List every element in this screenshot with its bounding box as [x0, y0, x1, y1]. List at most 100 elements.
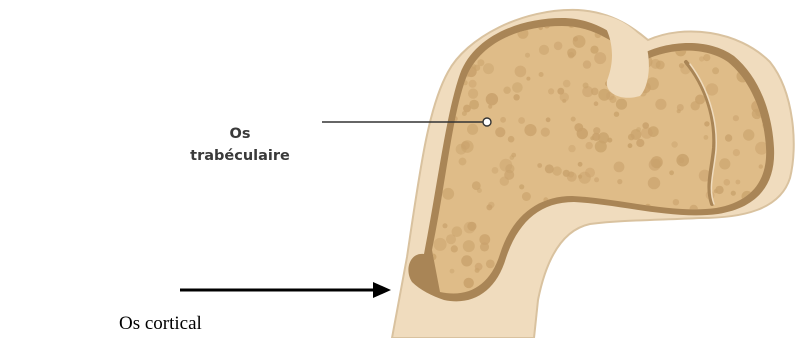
trabecular-pore	[492, 167, 499, 174]
trabecular-pore	[579, 262, 587, 270]
trabecular-pore	[518, 117, 525, 124]
trabecular-pore	[761, 272, 767, 278]
trabecular-pore	[568, 145, 575, 152]
trabecular-pore	[703, 54, 710, 61]
trabecular-pore	[554, 42, 563, 51]
trabecular-pore	[426, 25, 434, 33]
trabecular-pore	[762, 262, 766, 266]
trabecular-pore	[737, 215, 748, 226]
trabecular-pore	[659, 282, 665, 288]
trabecular-pore	[573, 280, 579, 286]
trabecular-pore	[628, 143, 633, 148]
trabecular-pore	[488, 202, 494, 208]
trabecular-pore	[597, 232, 606, 241]
trabecular-pore	[755, 233, 760, 238]
trabecular-pore	[428, 59, 438, 69]
trabecular-pore	[446, 234, 456, 244]
trabecular-pore	[611, 297, 621, 307]
trabecular-pore	[652, 159, 662, 169]
arrow-right-icon	[373, 282, 391, 298]
trabecular-pore	[580, 264, 589, 273]
trabecular-pore	[725, 134, 732, 141]
trabecular-pore	[710, 295, 721, 306]
trabecular-pore	[648, 177, 660, 189]
trabecular-pore	[579, 290, 591, 302]
trabecular-pore	[719, 158, 730, 169]
trabecular-pore	[690, 225, 700, 235]
trabecular-pore	[442, 188, 454, 200]
trabecular-pore	[478, 15, 490, 27]
trabecular-pore	[515, 66, 527, 78]
trabecular-pore	[680, 283, 684, 287]
trabecular-pore	[614, 112, 619, 117]
trabecular-pore	[519, 184, 524, 189]
trabecular-pore	[427, 87, 432, 92]
trabecular-pore	[768, 282, 777, 291]
trabecular-pore	[495, 127, 505, 137]
trabecular-pore	[720, 27, 724, 31]
trabecular-pore	[656, 18, 662, 24]
trabecular-pore	[526, 77, 530, 81]
trabecular-pore	[552, 278, 563, 289]
trabecular-pore	[590, 46, 598, 54]
trabecular-pore	[467, 222, 476, 231]
cortical-bone-label: Os cortical	[119, 313, 202, 335]
trabecular-pore	[477, 59, 484, 66]
trabecular-pore	[760, 38, 771, 49]
trabecular-pore	[479, 234, 490, 245]
trabecular-pore	[539, 72, 544, 77]
trabecular-pore	[586, 293, 598, 305]
trabecular-pore	[614, 162, 625, 173]
trabecular-pore	[525, 53, 530, 58]
trabecular-pore	[594, 101, 599, 106]
trabecular-pore	[563, 170, 570, 177]
trabecular-pore	[434, 238, 447, 251]
trabecular-bone-region	[432, 26, 766, 293]
trabecular-pore	[461, 141, 470, 150]
trabecular-pore	[594, 177, 599, 182]
trabecular-pore	[450, 269, 455, 274]
trabecular-pore	[648, 285, 653, 290]
trabecular-pore	[598, 272, 611, 285]
trabecular-pore	[671, 141, 677, 147]
trabecular-pore	[560, 93, 569, 102]
trabecular-pore	[451, 245, 458, 252]
trabecular-pore	[663, 237, 675, 249]
trabecular-pore	[512, 82, 523, 93]
trabecular-pore	[459, 158, 467, 166]
trabecular-pore	[461, 255, 472, 266]
trabecular-pore	[522, 192, 531, 201]
trabecular-pore	[503, 87, 510, 94]
trabecular-pore	[573, 37, 578, 42]
trabecular-pore	[578, 162, 583, 167]
trabecular-pore	[724, 179, 731, 186]
trabecular-pore	[710, 227, 719, 236]
trabecular-pore	[646, 77, 659, 90]
trabecular-pore	[444, 33, 451, 40]
trabecular-pore	[539, 45, 549, 55]
trabecular-pore	[741, 232, 746, 237]
trabecular-pore	[468, 89, 478, 99]
trabecular-pore	[524, 124, 536, 136]
trabecular-pore	[588, 249, 597, 258]
trabecular-pore	[477, 188, 482, 193]
trabecular-pore	[593, 127, 600, 134]
trabecular-pore	[704, 135, 709, 140]
trabecular-pore	[466, 18, 477, 29]
trabecular-pore	[568, 52, 574, 58]
trabecular-pore	[666, 234, 674, 242]
trabecular-pore	[486, 260, 495, 269]
trabecular-pore	[767, 23, 778, 34]
trabecular-pore	[697, 19, 708, 30]
trabecular-pore	[617, 179, 622, 184]
trabecular-pore	[636, 127, 641, 132]
trabecular-pore	[652, 20, 656, 24]
trabecular-pore	[443, 223, 448, 228]
trabecular-pore	[691, 101, 700, 110]
trabecular-pore	[483, 63, 494, 74]
trabecular-pore	[449, 48, 455, 54]
trabecular-pore	[698, 23, 706, 31]
trabecular-pore	[636, 280, 642, 286]
trabecular-label-line1: Os	[186, 123, 294, 145]
